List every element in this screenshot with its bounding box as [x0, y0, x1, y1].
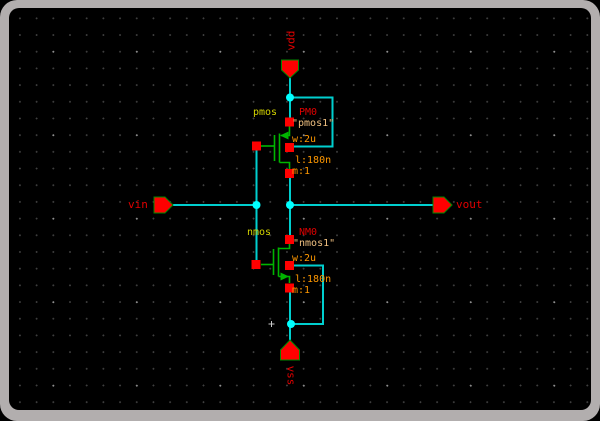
vdd-pin[interactable]	[281, 59, 299, 79]
wire-pmos-bulk-loop[interactable]	[290, 96, 334, 148]
vin-net-label[interactable]: vin	[128, 198, 148, 211]
origin-marker-icon	[268, 321, 275, 327]
pmos-source-arrow-icon	[280, 131, 289, 140]
nmos-instance-name[interactable]: NM0	[299, 227, 318, 238]
vin-pin[interactable]	[153, 196, 174, 214]
pmos-instance[interactable]	[252, 117, 294, 179]
nmos-length-label[interactable]: l:180n	[295, 274, 332, 285]
nmos-instance[interactable]	[251, 235, 295, 293]
junction-dot[interactable]	[286, 201, 294, 209]
pmos-cell-label[interactable]: pmos	[253, 107, 278, 118]
pmos-instance-name[interactable]: PM0	[299, 107, 318, 118]
nmos-cell-label[interactable]: nmos	[247, 227, 272, 238]
schematic-canvas[interactable]	[9, 8, 591, 410]
net-vout[interactable]	[286, 176, 433, 240]
junction-dot[interactable]	[252, 201, 261, 209]
pmos-model-label[interactable]: "pmos1"	[292, 118, 335, 129]
nmos-width-label[interactable]: w:2u	[292, 253, 317, 264]
vout-net-label[interactable]: vout	[456, 198, 483, 211]
wire-nmos-bulk-loop[interactable]	[290, 264, 324, 325]
nmos-source-arrow-icon	[280, 272, 289, 281]
pmos-drain-lead	[279, 161, 291, 169]
net-vdd[interactable]	[286, 77, 334, 148]
nmos-model-label[interactable]: "nmos1"	[293, 238, 336, 249]
vss-net-label[interactable]: vss	[284, 365, 298, 386]
pmos-mult-label[interactable]: m:1	[292, 166, 311, 177]
vout-pin[interactable]	[432, 196, 453, 214]
nmos-drain-terminal[interactable]	[285, 235, 294, 244]
nmos-bulk-terminal[interactable]	[285, 261, 294, 270]
pmos-bulk-terminal[interactable]	[285, 143, 294, 152]
pmos-gate-terminal[interactable]	[252, 141, 261, 151]
pmos-length-label[interactable]: l:180n	[295, 155, 332, 166]
junction-dot[interactable]	[286, 93, 294, 102]
pmos-drain-terminal[interactable]	[285, 169, 294, 178]
pmos-width-label[interactable]: w:2u	[292, 134, 317, 145]
net-vin[interactable]	[173, 146, 261, 265]
nmos-source-terminal[interactable]	[285, 283, 294, 293]
pmos-source-terminal[interactable]	[285, 117, 294, 127]
net-vss[interactable]	[287, 264, 324, 342]
nmos-drain-lead	[278, 244, 291, 250]
junction-dot[interactable]	[287, 320, 295, 328]
nmos-mult-label[interactable]: m:1	[292, 285, 311, 296]
vss-pin[interactable]	[280, 339, 300, 361]
vdd-net-label[interactable]: vdd	[284, 30, 298, 51]
nmos-gate-terminal[interactable]	[251, 260, 261, 269]
